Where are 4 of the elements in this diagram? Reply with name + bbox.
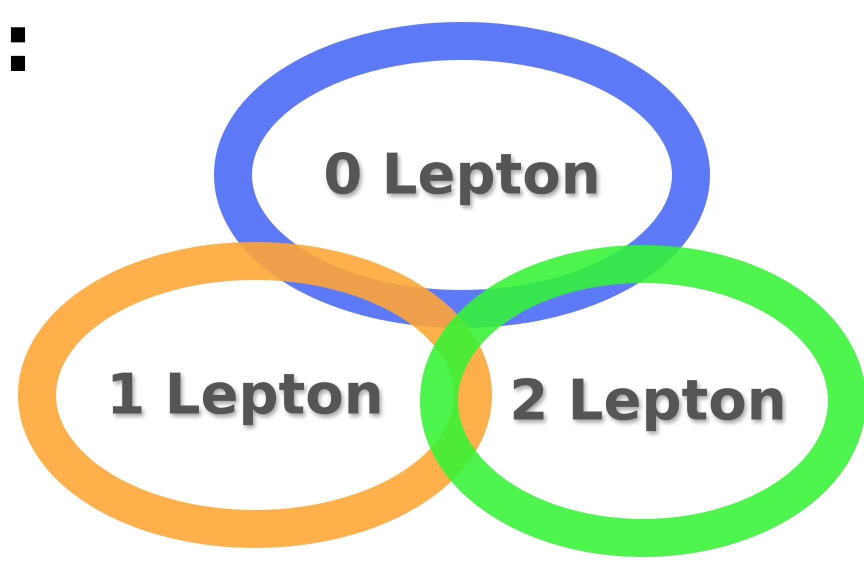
set-label: 2 Lepton bbox=[508, 368, 788, 434]
cropped-text: : bbox=[2, 4, 34, 84]
set-label: 1 Lepton bbox=[105, 362, 385, 428]
set-label: 0 Lepton bbox=[322, 142, 602, 208]
